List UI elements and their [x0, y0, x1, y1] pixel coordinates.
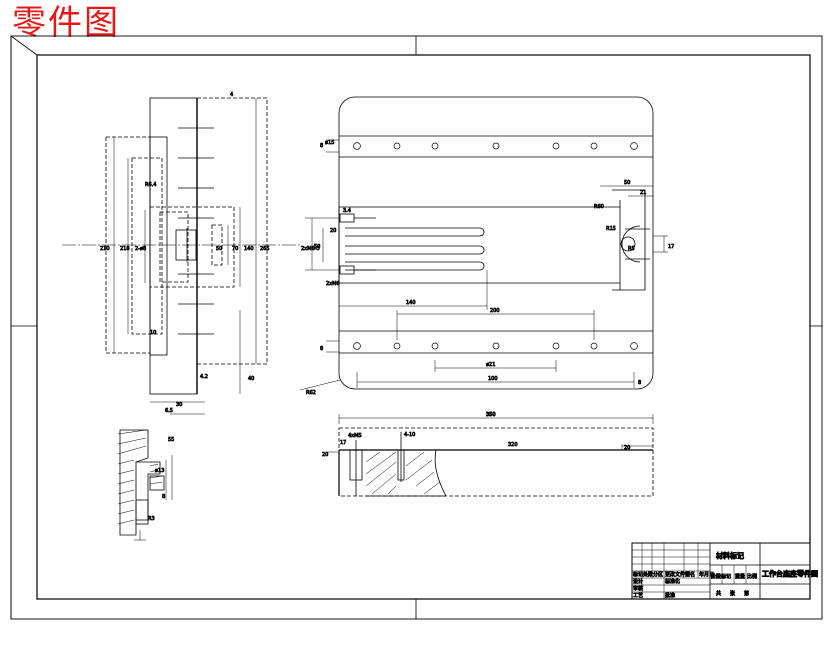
- drawing-name: 工作台底座零件图: [762, 569, 818, 578]
- section-dim-2: 4-10: [404, 432, 415, 438]
- section-dim-4: 20: [624, 445, 630, 451]
- side-dim-10: 10: [150, 330, 156, 336]
- section-dim-3: 320: [508, 442, 518, 448]
- plan-dim-18: 100: [488, 376, 498, 382]
- plan-dim-7: 17: [668, 244, 674, 250]
- plan-dim-9: 2xM6-3: [301, 246, 320, 252]
- plan-dim-12: 140: [406, 300, 416, 306]
- plan-dim-5: R15: [606, 226, 616, 232]
- page-title: 零件图: [12, 3, 120, 43]
- side-dim-5: 210: [100, 246, 110, 252]
- side-dim-7: 218: [120, 246, 130, 252]
- tb-cell-9: 重量: [735, 573, 745, 580]
- plan-dim-0: 8: [320, 143, 323, 149]
- plan-dim-17: R62: [306, 390, 316, 396]
- title-block: 材料标记 工作台底座零件图 标记 处数 分区 更改文件号 签名 年月日 设计 标…: [631, 542, 818, 600]
- tb-cell-3: 更改文件号: [665, 571, 690, 578]
- tb-cell-13: 批准: [665, 592, 675, 599]
- side-dim-3: 70: [232, 246, 238, 252]
- side-dim-0: 4: [230, 92, 233, 98]
- tb-cell-10: 比例: [747, 573, 757, 580]
- section-view-dim-labels: 350 4xM5 4-10 320 20 17 20: [322, 412, 631, 459]
- plan-dim-3: 50: [624, 180, 630, 186]
- section-dim-5: 17: [340, 440, 346, 446]
- tb-cell-16: 第: [744, 590, 749, 597]
- plan-dim-19: 350: [486, 412, 496, 418]
- side-dim-16: R3: [148, 516, 155, 522]
- side-view: 4 4.2 50 70 140 210 265 218 2-ø8 R6.4 10…: [62, 92, 300, 522]
- tb-cell-2: 分区: [653, 571, 663, 578]
- plan-dim-16: ø21: [486, 362, 495, 368]
- side-dim-6: 265: [260, 246, 270, 252]
- side-dim-11: 30: [176, 402, 182, 408]
- plan-dim-20: 8: [638, 380, 641, 386]
- section-dim-1: 4xM5: [348, 433, 362, 439]
- plan-view-dim-labels: 8 8 R60 50 21 R15 R5 17 3.4 2xM6-3 50 2x…: [301, 140, 675, 419]
- plan-dim-15: ø15: [325, 140, 334, 146]
- tb-cell-12: 工艺: [633, 593, 643, 599]
- plan-dim-6: R5: [628, 246, 635, 252]
- tb-cell-11: 审核: [633, 585, 643, 592]
- plan-dim-14: 200: [490, 308, 500, 314]
- tb-cell-5: 年月日: [699, 571, 714, 578]
- detail-view: [117, 429, 173, 541]
- side-dim-4: 140: [244, 246, 254, 252]
- side-dim-2: 50: [216, 246, 222, 252]
- sheet-frame: [10, 35, 823, 620]
- side-dim-8: 2-ø8: [135, 246, 146, 252]
- plan-dim-2: R60: [594, 204, 604, 210]
- tb-cell-6: 设计: [633, 578, 643, 585]
- side-dim-12: 55: [168, 437, 174, 443]
- side-dim-17: 8: [162, 494, 165, 500]
- section-dim-0: 350: [486, 412, 496, 418]
- plan-dim-13: 20: [330, 228, 336, 234]
- plan-view: 8 8 R60 50 21 R15 R5 17 3.4 2xM6-3 50 2x…: [299, 96, 675, 419]
- tb-cell-0: 标记: [633, 571, 643, 578]
- tb-cell-8: 阶段标记: [711, 573, 731, 580]
- tb-cell-7: 标准化: [665, 578, 680, 585]
- section-dim-6: 20: [322, 452, 328, 458]
- tb-cell-4: 签名: [685, 571, 695, 578]
- side-view-dim-labels: 4 4.2 50 70 140 210 265 218 2-ø8 R6.4 10…: [100, 92, 270, 523]
- tb-cell-14: 共: [716, 590, 721, 597]
- plan-dim-4: 21: [640, 190, 646, 196]
- side-dim-9: R6.4: [145, 182, 156, 188]
- tb-cell-1: 处数: [643, 571, 653, 578]
- side-dim-14: 6.5: [165, 408, 173, 414]
- side-dim-13: 40: [248, 376, 254, 382]
- tb-cell-15: 张: [730, 590, 735, 597]
- plan-dim-8: 3.4: [343, 208, 351, 214]
- plan-dim-11: 2xM6: [326, 281, 340, 287]
- plan-dim-10: 50: [314, 244, 320, 250]
- material-label: 材料标记: [715, 551, 744, 560]
- section-view: 350 4xM5 4-10 320 20 17 20: [322, 412, 654, 497]
- side-dim-1: 4.2: [200, 374, 208, 380]
- plan-dim-1: 8: [320, 346, 323, 352]
